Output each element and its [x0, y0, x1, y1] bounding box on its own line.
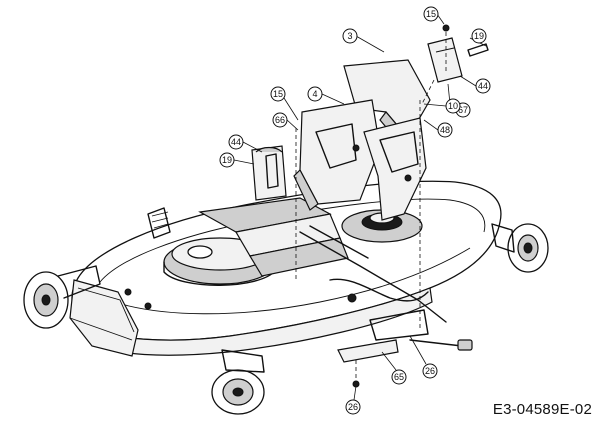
callout-3: 3: [342, 28, 385, 53]
callout-19-left-label: 19: [222, 155, 232, 165]
callout-48: 48: [423, 119, 453, 138]
callout-26-bottom-label: 26: [348, 402, 358, 412]
callout-19-top-label: 19: [474, 31, 484, 41]
callout-65-label: 65: [394, 372, 404, 382]
rear-spring-assembly: [147, 207, 171, 239]
callout-15-mid-label: 15: [273, 89, 283, 99]
callout-19-left: 19: [219, 152, 255, 168]
bracket-65: [337, 309, 429, 363]
callout-66-label: 66: [275, 115, 285, 125]
callout-26-bottom: 26: [345, 380, 361, 415]
callout-66: 66: [272, 112, 299, 131]
assembly-guide-lines: [295, 32, 447, 384]
callout-15-top: 15: [423, 6, 445, 25]
drive-shaft: [409, 339, 473, 351]
right-gauge-wheel: [491, 223, 549, 273]
right-upper-brace: [352, 117, 427, 221]
callout-67-label: 67: [458, 105, 468, 115]
callout-10-label: 10: [448, 101, 458, 111]
callout-65: 65: [381, 351, 407, 385]
callout-44-top-label: 44: [478, 81, 488, 91]
callout-44-left: 44: [228, 134, 263, 153]
front-left-wheel: [211, 349, 265, 415]
belt-cover-plates: [198, 197, 349, 277]
callout-44-left-label: 44: [231, 137, 241, 147]
callout-10: 10: [423, 98, 461, 114]
hood-bracket: [293, 99, 381, 211]
right-spindle-pulley: [341, 209, 423, 243]
callout-15-mid: 15: [270, 86, 299, 121]
drawing-code: E3-04589E-02: [492, 401, 592, 418]
discharge-deflector: [69, 279, 139, 357]
callout-4: 4: [307, 86, 345, 105]
left-support-bracket: [251, 145, 287, 201]
callout-15-top-label: 15: [426, 9, 436, 19]
callout-3-label: 3: [347, 31, 352, 41]
left-gauge-wheel: [23, 265, 101, 329]
callout-19-top: 19: [469, 28, 487, 47]
pivot-plate-67: [427, 24, 489, 83]
callout-4-label: 4: [312, 89, 317, 99]
callout-44-top: 44: [459, 75, 491, 94]
callout-26-right-label: 26: [425, 366, 435, 376]
callout-26-right: 26: [409, 335, 438, 379]
lift-linkage: [124, 225, 447, 323]
callout-48-label: 48: [440, 125, 450, 135]
